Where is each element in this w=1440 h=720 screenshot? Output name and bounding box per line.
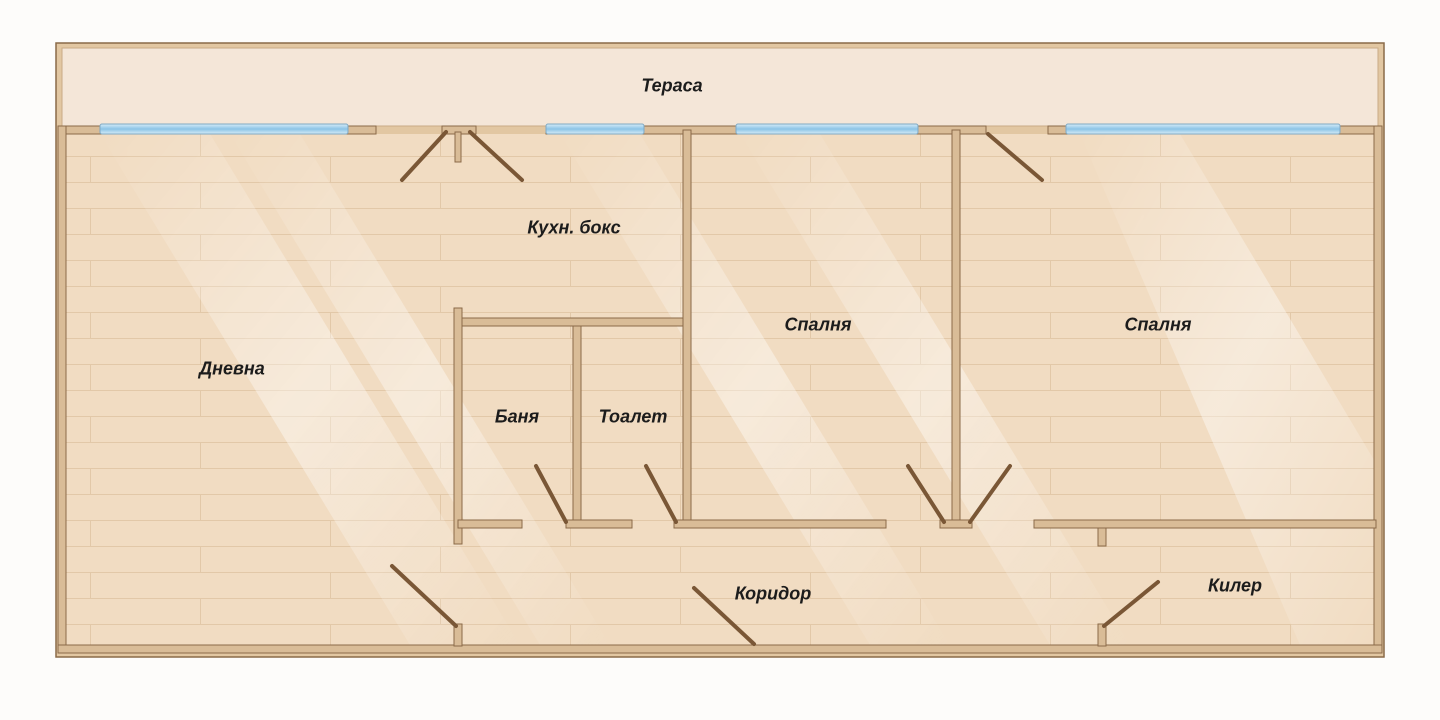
wall-toilet-bottom — [565, 519, 633, 529]
wall-bedroom1-left — [682, 129, 692, 523]
wall-bottom — [57, 644, 1383, 654]
wall-bedroom1-bottom — [673, 519, 887, 529]
terrace-area — [61, 47, 1379, 127]
wall-living-door-post — [453, 623, 463, 647]
wall-bath-toilet — [572, 325, 582, 523]
terrace-door-right — [468, 130, 524, 182]
wall-bedroom2-bottom — [1033, 519, 1377, 529]
bathroom-door — [534, 464, 568, 524]
wall-right — [1373, 125, 1383, 652]
window-bedroom-1 — [735, 123, 919, 135]
wall-bedroom-mid-bottom — [939, 519, 973, 529]
storage-door — [1102, 580, 1160, 628]
living-door — [390, 564, 458, 628]
wall-bath-bottom — [457, 519, 523, 529]
bedroom1-door — [906, 464, 946, 524]
wall-bedroom-divider — [951, 129, 961, 523]
toilet-door — [644, 464, 678, 524]
wall-storage-post — [1097, 527, 1107, 547]
sunlight-beams — [100, 134, 1374, 645]
window-living — [99, 123, 349, 135]
entrance-door — [692, 586, 756, 646]
bedroom2-terrace-door — [986, 132, 1044, 182]
window-bedroom-2 — [1065, 123, 1341, 135]
terrace-door-mullion — [454, 131, 462, 163]
wall-bath-top — [453, 317, 685, 327]
bedroom2-door — [968, 464, 1012, 524]
terrace-door-left — [400, 130, 448, 182]
window-kitchen — [545, 123, 645, 135]
wall-left — [57, 125, 67, 652]
wall-storage-door-post — [1097, 623, 1107, 647]
wall-bath-left — [453, 307, 463, 545]
